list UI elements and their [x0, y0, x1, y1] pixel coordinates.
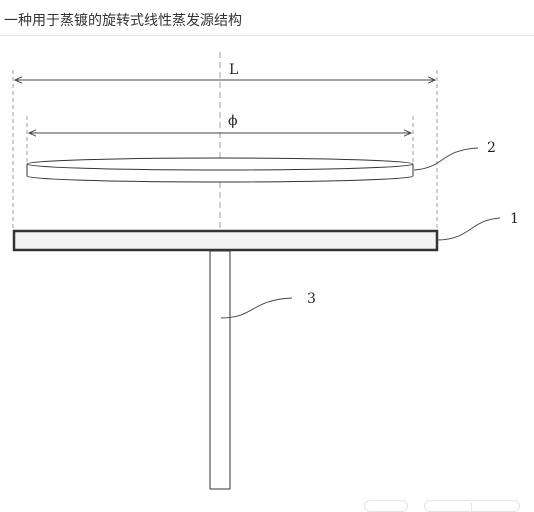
- base-plate: [12, 229, 439, 252]
- viewer-control-left[interactable]: [364, 500, 408, 512]
- leader-line-2: [413, 147, 479, 171]
- leader-line-3: [220, 297, 293, 319]
- page-title: 一种用于蒸镀的旋转式线性蒸发源结构: [4, 13, 242, 29]
- callout-3: 3: [307, 291, 316, 307]
- callout-1: 1: [510, 211, 519, 227]
- page-header: 一种用于蒸镀的旋转式线性蒸发源结构: [0, 0, 534, 36]
- figure: L ϕ 2 1 3: [0, 37, 534, 508]
- diagram-svg: L ϕ 2 1 3: [12, 52, 519, 490]
- rotating-disc: [26, 157, 414, 183]
- viewer-control-right[interactable]: [424, 500, 520, 512]
- leader-line-1: [436, 217, 501, 241]
- label-phi: ϕ: [228, 113, 238, 129]
- support-shaft: [209, 250, 231, 490]
- label-L: L: [229, 62, 238, 78]
- viewer-control-divider: [471, 503, 472, 511]
- callout-2: 2: [487, 140, 496, 156]
